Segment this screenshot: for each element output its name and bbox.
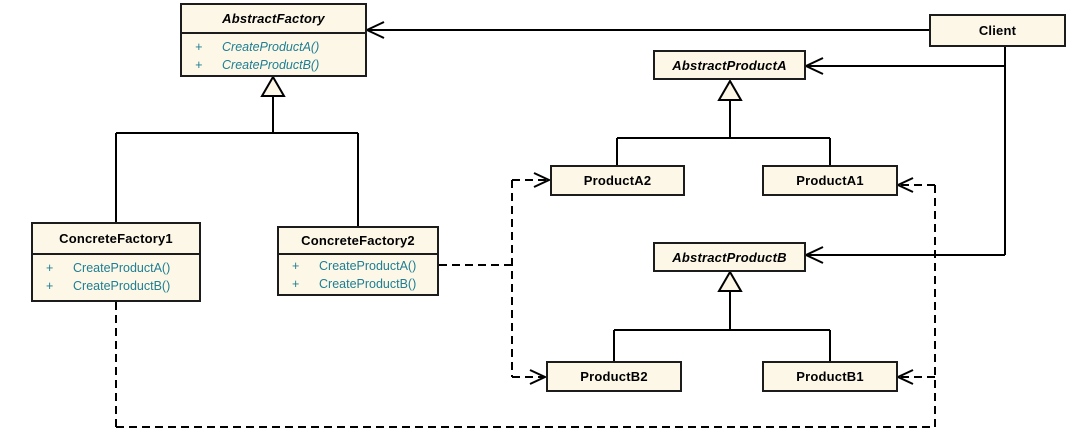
method-visibility: + [292,277,300,291]
method-signature: CreateProductB() [319,277,417,291]
method-visibility: + [195,40,203,54]
class-concrete-factory1: ConcreteFactory1 + CreateProductA() + Cr… [31,222,201,302]
method-visibility: + [46,261,54,275]
class-product-a1: ProductA1 [762,165,898,196]
method-signature: CreateProductA() [73,261,171,275]
class-methods: + CreateProductA() + CreateProductB() [279,253,437,296]
method-visibility: + [195,58,203,72]
class-title: ProductA2 [583,173,652,188]
class-concrete-factory2: ConcreteFactory2 + CreateProductA() + Cr… [277,226,439,296]
open-arrowhead-abstractproductb-icon [803,246,824,264]
class-methods: + CreateProductA() + CreateProductB() [182,32,365,77]
method-row: + CreateProductB() [46,279,193,294]
class-title: ConcreteFactory2 [301,233,415,248]
class-abstract-factory: AbstractFactory + CreateProductA() + Cre… [180,3,367,77]
method-row: + CreateProductB() [195,58,359,73]
open-arrowhead-producta1-icon [895,177,914,193]
open-arrowhead-producta2-icon [533,172,552,188]
method-row: + CreateProductA() [195,40,359,55]
method-row: + CreateProductB() [292,277,431,292]
class-product-b2: ProductB2 [546,361,682,392]
class-title: ProductB2 [580,369,648,384]
class-abstract-product-b: AbstractProductB [653,242,806,272]
generalization-factories [115,96,359,226]
method-visibility: + [46,279,54,293]
class-title: AbstractProductA [672,57,787,73]
class-client: Client [929,14,1066,47]
class-title: ProductB1 [796,369,864,384]
method-signature: CreateProductA() [222,40,320,54]
generalization-triangle-abstractproducta-icon [717,79,743,101]
class-title: AbstractProductB [672,249,787,265]
method-signature: CreateProductA() [319,259,417,273]
open-arrowhead-abstractfactory-icon [364,21,385,39]
open-arrowhead-productb2-icon [529,369,548,385]
generalization-triangle-abstractfactory-icon [260,75,286,97]
open-arrowhead-abstractproducta-icon [803,57,824,75]
class-title: ProductA1 [796,173,864,188]
method-signature: CreateProductB() [222,58,320,72]
dependency-concretefactory1 [115,184,936,428]
class-product-b1: ProductB1 [762,361,898,392]
generalization-products-b [613,291,831,361]
method-visibility: + [292,259,300,273]
open-arrowhead-productb1-icon [895,369,914,385]
class-abstract-product-a: AbstractProductA [653,50,806,80]
dependency-concretefactory2 [439,179,547,378]
class-title: Client [978,23,1017,38]
class-methods: + CreateProductA() + CreateProductB() [33,253,199,300]
generalization-products-a [616,100,831,165]
class-title: ConcreteFactory1 [59,231,173,246]
generalization-triangle-abstractproductb-icon [717,270,743,292]
method-row: + CreateProductA() [292,259,431,274]
class-product-a2: ProductA2 [550,165,685,196]
method-signature: CreateProductB() [73,279,171,293]
method-row: + CreateProductA() [46,261,193,276]
class-title: AbstractFactory [222,11,325,26]
